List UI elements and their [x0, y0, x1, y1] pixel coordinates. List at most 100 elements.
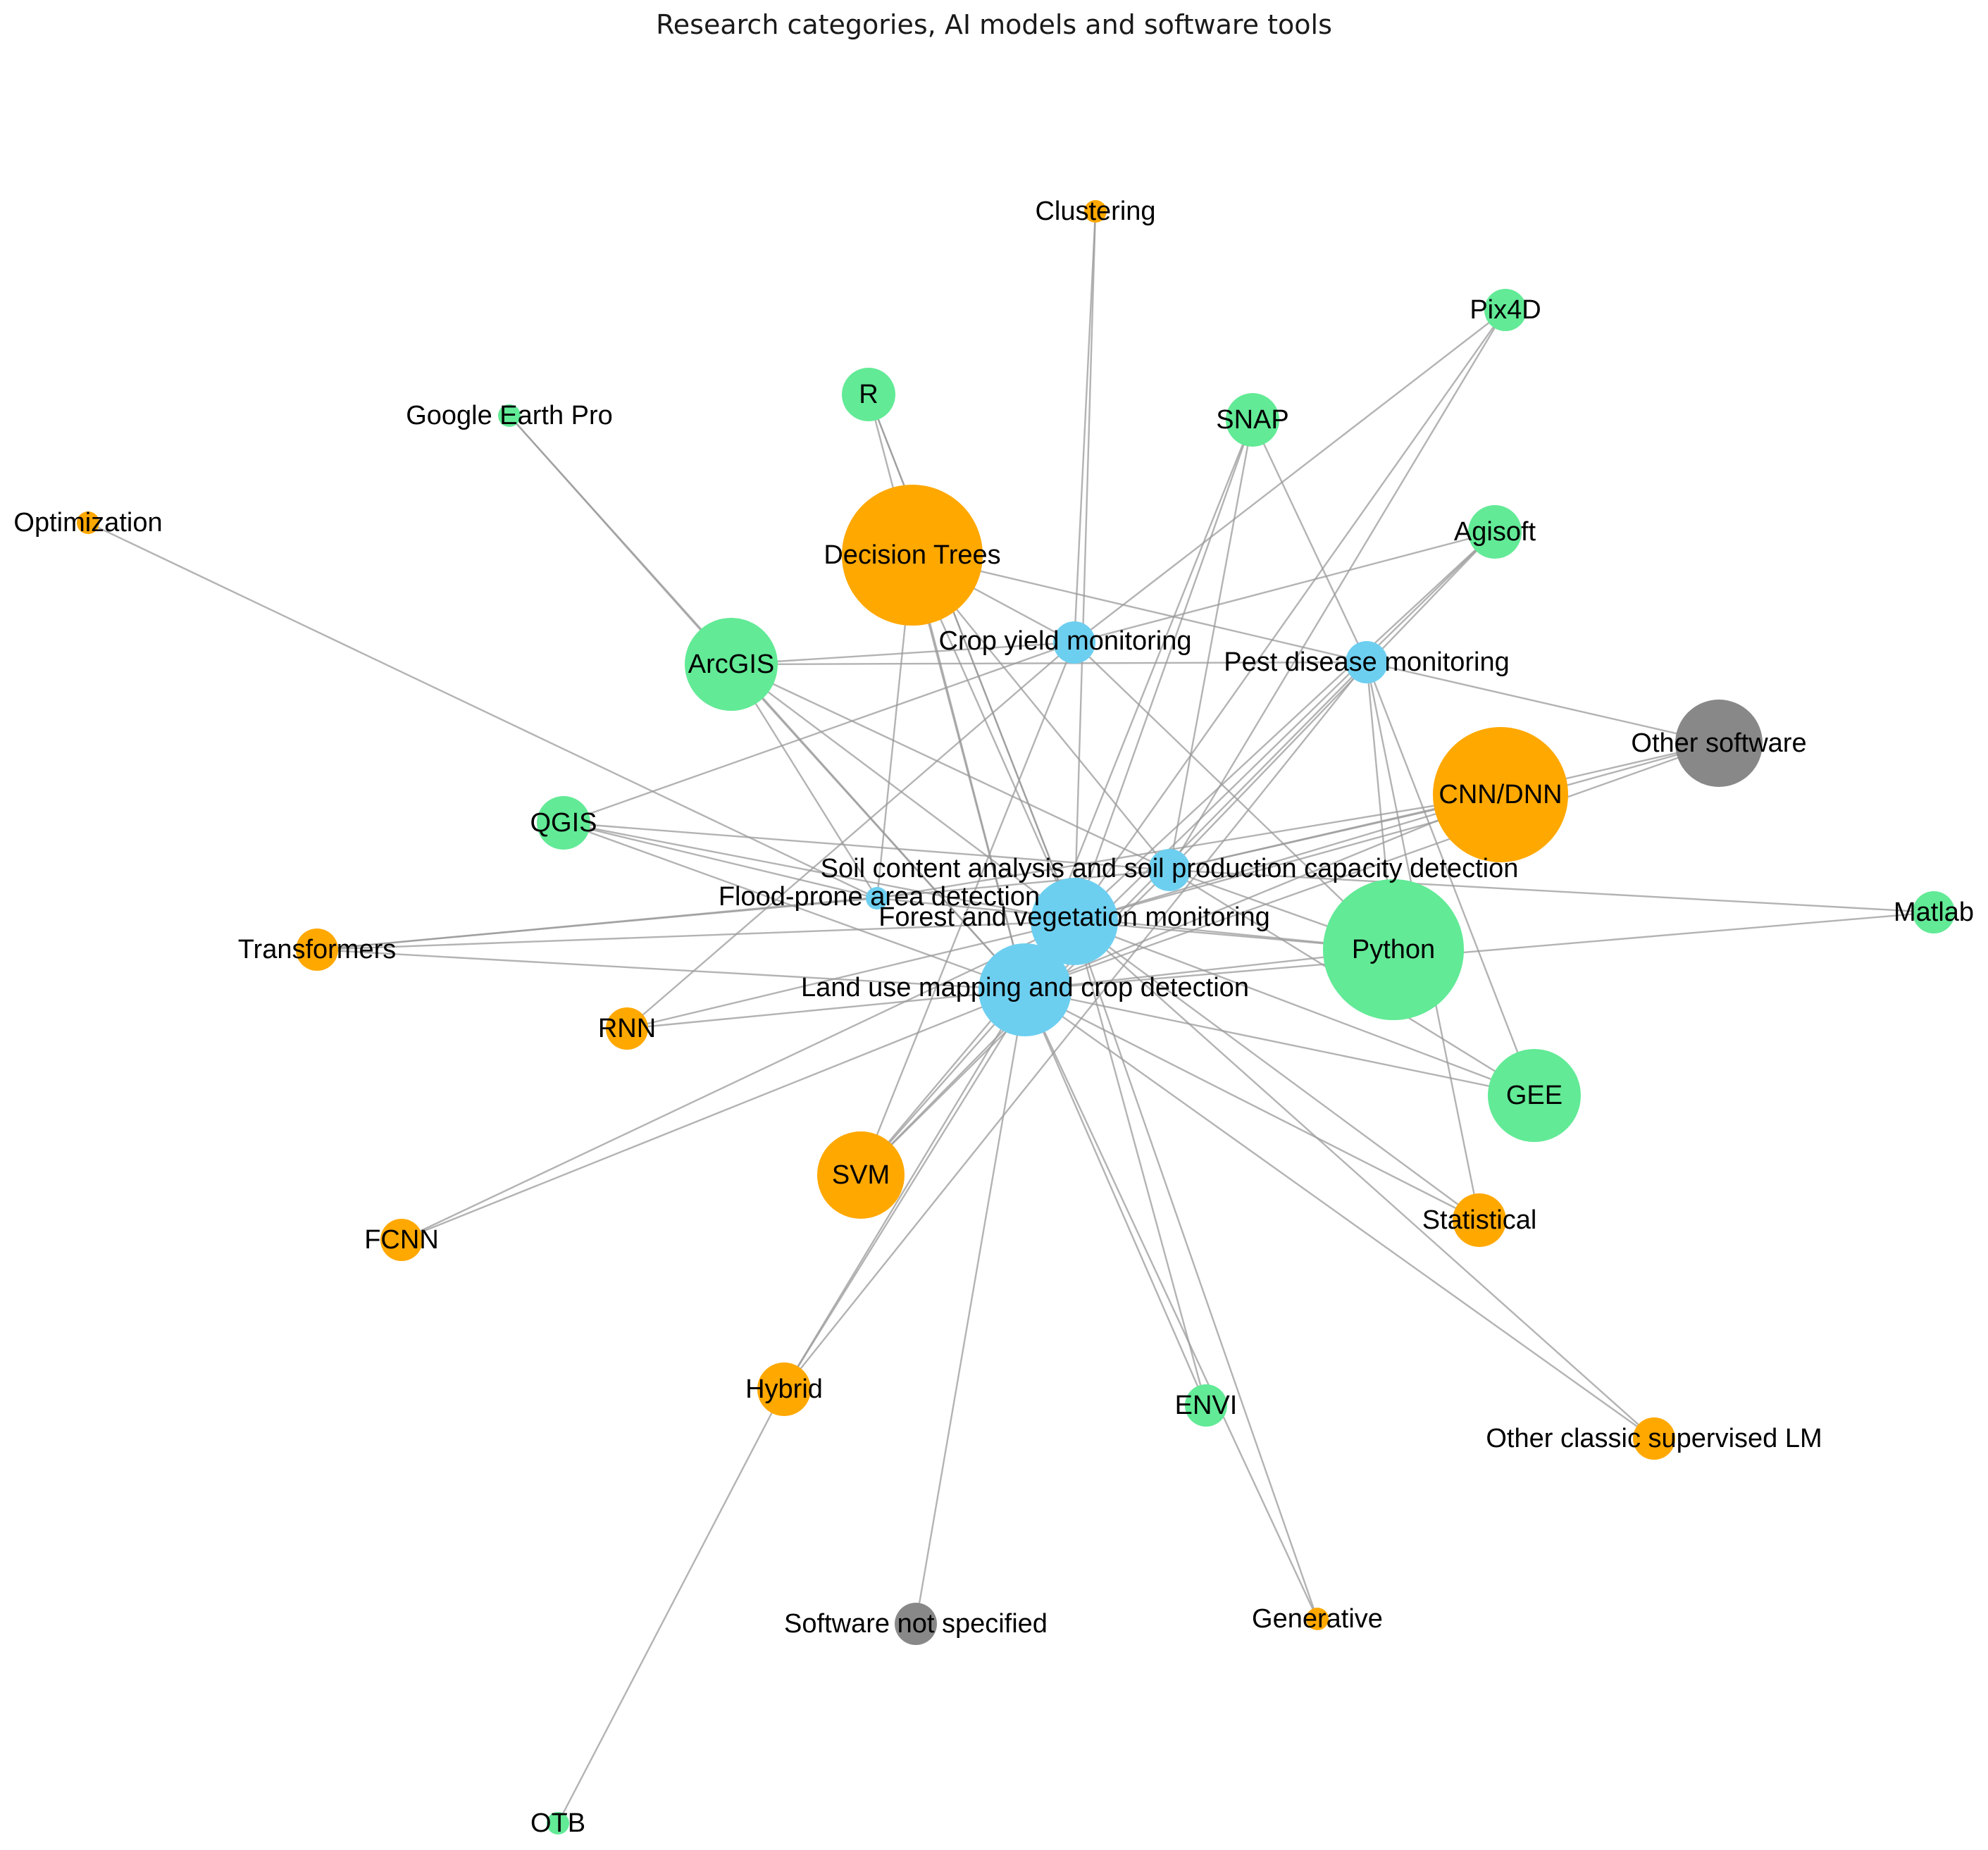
node-r [842, 368, 895, 421]
label-soil: Soil content analysis and soil productio… [821, 854, 1519, 883]
node-arcgis [685, 618, 778, 711]
edge-land_use-statistical [1024, 988, 1480, 1222]
edge-forest-fcnn [401, 920, 1075, 1241]
edge-soil-matlab [1169, 869, 1934, 914]
node-agisoft [1468, 505, 1522, 559]
edge-crop_yield-rnn [626, 642, 1075, 1029]
labels-layer: Land use mapping and crop detection Fores… [13, 197, 1974, 1838]
node-snap [1226, 393, 1279, 447]
edge-land_use-generative [1024, 989, 1319, 1620]
label-fcnn: FCNN [364, 1225, 439, 1255]
edge-forest-snap [1073, 419, 1254, 922]
edge-land_use-software_ns [914, 989, 1026, 1625]
edge-forest-clustering [1073, 211, 1097, 922]
edge-land_use-rnn [626, 988, 1026, 1030]
edge-land_use-transformers [316, 948, 1026, 991]
node-clustering [1084, 200, 1107, 223]
edge-pest-arcgis [731, 661, 1367, 666]
edge-pest-decision_trees [912, 554, 1367, 664]
node-google-earth [498, 404, 521, 427]
node-statistical [1453, 1193, 1506, 1247]
edge-land_use-fcnn [401, 988, 1026, 1241]
edge-pest-gee [1365, 662, 1536, 1096]
label-envi: ENVI [1175, 1391, 1238, 1420]
label-snap: SNAP [1216, 405, 1288, 435]
node-transformers [296, 929, 338, 971]
edge-forest-arcgis [731, 664, 1075, 922]
node-matlab [1913, 891, 1955, 933]
edge-forest-generative [1073, 921, 1319, 1620]
edge-soil-agisoft [1169, 531, 1496, 871]
label-r: R [859, 380, 878, 409]
node-flood [866, 887, 888, 910]
label-rnn: RNN [598, 1014, 656, 1043]
edge-forest-rnn [626, 920, 1075, 1030]
edge-flood-qgis [563, 821, 878, 900]
edge-forest-cnn [1074, 793, 1501, 923]
node-forest [1031, 878, 1118, 965]
edge-land_use-other_lm [1024, 989, 1655, 1439]
edge-forest-other_lm [1074, 921, 1655, 1439]
label-crop-yield: Crop yield monitoring [938, 626, 1191, 656]
node-pest [1346, 641, 1388, 683]
edge-crop_yield-qgis [563, 641, 1075, 824]
edge-land_use-other_software [1024, 742, 1720, 991]
label-agisoft: Agisoft [1454, 517, 1536, 547]
label-transformers: Transformers [238, 935, 397, 964]
label-matlab: Matlab [1894, 898, 1974, 927]
node-qgis [537, 796, 590, 850]
label-google-earth: Google Earth Pro [406, 401, 613, 430]
label-pest: Pest disease monitoring [1224, 647, 1510, 677]
edge-soil-qgis [563, 821, 1170, 871]
node-rnn [606, 1007, 648, 1050]
label-other-lm: Other classic supervised LM [1486, 1424, 1822, 1453]
label-software-ns: Software not specified [784, 1609, 1048, 1639]
nodes-layer [77, 200, 1955, 1835]
node-optimization [77, 511, 99, 534]
edge-land_use-matlab [1024, 911, 1934, 991]
node-other-software [1675, 700, 1763, 787]
edge-forest-qgis [563, 821, 1075, 923]
label-optimization: Optimization [13, 508, 162, 538]
node-fcnn [380, 1219, 423, 1261]
label-flood: Flood-prone area detection [719, 882, 1040, 912]
node-crop-yield [1053, 621, 1095, 664]
edge-soil-arcgis [731, 663, 1170, 871]
node-software-ns [895, 1603, 937, 1645]
node-hybrid [757, 1362, 811, 1416]
node-envi [1185, 1384, 1227, 1427]
label-other-software: Other software [1631, 728, 1806, 758]
node-decision-trees [842, 485, 983, 626]
edge-forest-transformers [316, 920, 1075, 951]
node-other-lm [1633, 1417, 1675, 1460]
label-land-use: Land use mapping and crop detection [801, 973, 1249, 1002]
edge-forest-envi [1073, 921, 1207, 1406]
edge-crop_yield-clustering [1073, 211, 1097, 643]
node-cnn [1433, 727, 1568, 862]
node-otb [547, 1812, 569, 1835]
edge-forest-gee [1074, 920, 1535, 1097]
edge-pest-hybrid [783, 662, 1367, 1390]
label-gee: GEE [1506, 1081, 1563, 1110]
diagram-title: Research categories, AI models and softw… [656, 9, 1332, 40]
label-forest: Forest and vegetation monitoring [878, 902, 1270, 932]
node-pix4d [1484, 289, 1527, 331]
edge-forest-statistical [1074, 921, 1480, 1221]
edge-soil-pix4d [1168, 309, 1507, 871]
label-hybrid: Hybrid [745, 1374, 823, 1404]
node-python [1323, 879, 1464, 1020]
edge-land_use-envi [1024, 989, 1207, 1406]
edge-crop_yield-pix4d [1074, 309, 1506, 643]
edge-flood-python [876, 897, 1394, 951]
edge-hybrid-otb [557, 1389, 785, 1824]
label-pix4d: Pix4D [1470, 295, 1541, 325]
edge-crop_yield-arcgis [731, 641, 1075, 666]
node-generative [1306, 1608, 1329, 1630]
label-clustering: Clustering [1035, 197, 1155, 226]
label-generative: Generative [1252, 1604, 1383, 1634]
label-statistical: Statistical [1422, 1205, 1537, 1235]
edge-soil-snap [1168, 419, 1254, 871]
label-decision-trees: Decision Trees [824, 540, 1000, 570]
edge-pest-other_software [1366, 661, 1720, 745]
